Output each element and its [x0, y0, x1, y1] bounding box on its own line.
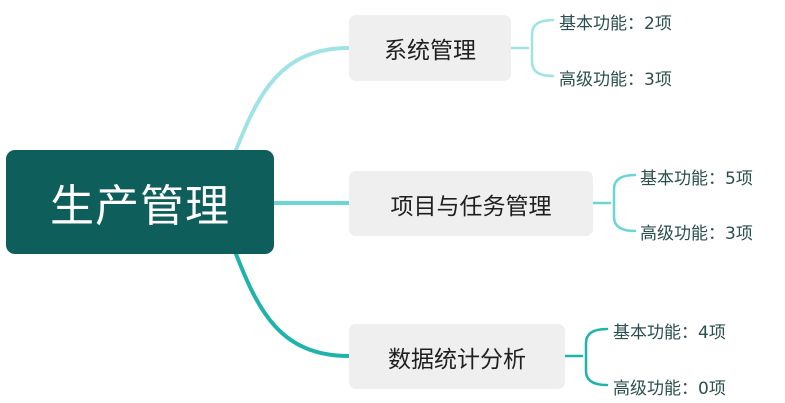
- branch-node-project-task-management: 项目与任务管理: [349, 171, 593, 236]
- root-to-system-management-line: [234, 46, 351, 152]
- branch-node-system-management: 系统管理: [349, 15, 511, 81]
- branch-node-label: 项目与任务管理: [390, 193, 552, 220]
- branch-node-label: 数据统计分析: [388, 346, 526, 373]
- data-statistics-analysis-leaf-bracket: [563, 327, 609, 387]
- root-to-data-statistics-analysis-line: [234, 252, 351, 358]
- root-node-label: 生产管理: [50, 181, 230, 232]
- leaf-node-advanced-functions: 高级功能：3项: [559, 70, 672, 90]
- branch-node-data-statistics-analysis: 数据统计分析: [349, 324, 565, 389]
- project-task-management-leaf-bracket: [591, 173, 637, 233]
- leaf-node-basic-functions: 基本功能：4项: [613, 323, 726, 343]
- branch-node-label: 系统管理: [384, 38, 476, 64]
- leaf-node-advanced-functions: 高级功能：0项: [613, 379, 726, 399]
- leaf-node-basic-functions: 基本功能：5项: [640, 169, 753, 189]
- root-node-production-management: 生产管理: [6, 150, 274, 254]
- leaf-node-advanced-functions: 高级功能：3项: [640, 224, 753, 244]
- system-management-leaf-bracket: [509, 18, 555, 78]
- leaf-node-basic-functions: 基本功能：2项: [559, 14, 672, 34]
